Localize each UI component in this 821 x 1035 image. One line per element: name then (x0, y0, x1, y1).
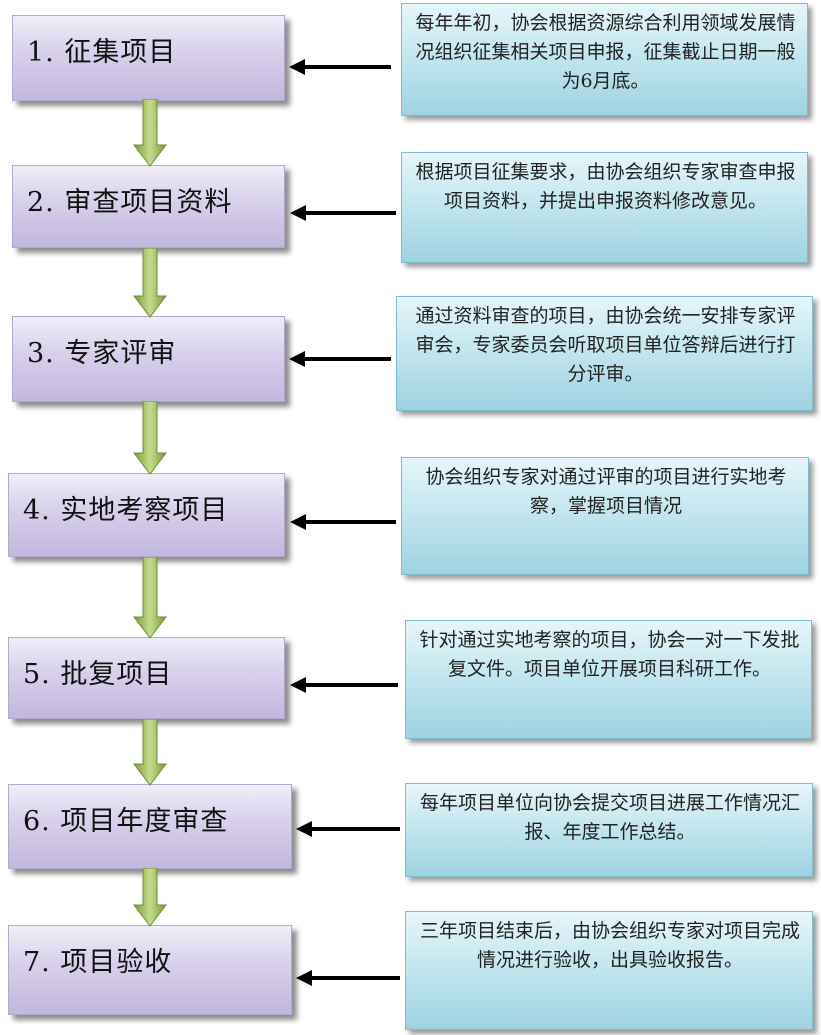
description-box-6: 每年项目单位向协会提交项目进展工作情况汇报、年度工作总结。 (405, 783, 813, 877)
description-text-5: 针对通过实地考察的项目，协会一对一下发批复文件。项目单位开展项目科研工作。 (419, 629, 800, 680)
step-box-1: 1. 征集项目 (12, 15, 285, 101)
down-arrow-icon (133, 868, 167, 927)
left-arrow-icon (296, 970, 400, 986)
down-arrow-icon (133, 557, 167, 639)
step-label-5: 5. 批复项目 (23, 659, 173, 690)
left-arrow-icon (296, 821, 400, 837)
step-box-3: 3. 专家评审 (12, 316, 285, 402)
description-text-3: 通过资料审查的项目，由协会统一安排专家评审会，专家委员会听取项目单位答辩后进行打… (415, 305, 796, 385)
description-text-1: 每年年初，协会根据资源综合利用领域发展情况组织征集相关项目申报，征集截止日期一般… (415, 12, 796, 92)
left-arrow-icon (289, 351, 391, 367)
description-box-7: 三年项目结束后，由协会组织专家对项目完成情况进行验收，出具验收报告。 (405, 911, 813, 1030)
description-text-6: 每年项目单位向协会提交项目进展工作情况汇报、年度工作总结。 (419, 792, 800, 843)
step-box-5: 5. 批复项目 (8, 637, 285, 719)
step-label-6: 6. 项目年度审查 (23, 806, 229, 837)
description-box-5: 针对通过实地考察的项目，协会一对一下发批复文件。项目单位开展项目科研工作。 (405, 620, 812, 739)
down-arrow-icon (133, 719, 167, 786)
description-text-4: 协会组织专家对通过评审的项目进行实地考察，掌握项目情况 (425, 466, 787, 517)
step-box-7: 7. 项目验收 (8, 925, 292, 1015)
down-arrow-icon (133, 401, 167, 475)
down-arrow-icon (133, 248, 167, 318)
description-box-1: 每年年初，协会根据资源综合利用领域发展情况组织征集相关项目申报，征集截止日期一般… (401, 3, 808, 116)
step-box-4: 4. 实地考察项目 (8, 473, 285, 557)
step-label-2: 2. 审查项目资料 (27, 187, 233, 218)
step-label-1: 1. 征集项目 (27, 37, 177, 68)
left-arrow-icon (290, 514, 396, 530)
step-box-2: 2. 审查项目资料 (12, 165, 285, 248)
description-box-3: 通过资料审查的项目，由协会统一安排专家评审会，专家委员会听取项目单位答辩后进行打… (396, 296, 813, 411)
description-text-2: 根据项目征集要求，由协会组织专家审查申报项目资料，并提出申报资料修改意见。 (415, 161, 796, 212)
step-label-3: 3. 专家评审 (27, 338, 177, 369)
step-label-7: 7. 项目验收 (23, 947, 173, 978)
down-arrow-icon (133, 99, 167, 167)
description-box-2: 根据项目征集要求，由协会组织专家审查申报项目资料，并提出申报资料修改意见。 (401, 152, 808, 263)
left-arrow-icon (289, 59, 391, 75)
left-arrow-icon (290, 677, 398, 693)
step-label-4: 4. 实地考察项目 (23, 495, 229, 526)
description-box-4: 协会组织专家对通过评审的项目进行实地考察，掌握项目情况 (401, 457, 809, 575)
left-arrow-icon (290, 205, 396, 221)
step-box-6: 6. 项目年度审查 (8, 784, 292, 869)
description-text-7: 三年项目结束后，由协会组织专家对项目完成情况进行验收，出具验收报告。 (419, 920, 800, 971)
